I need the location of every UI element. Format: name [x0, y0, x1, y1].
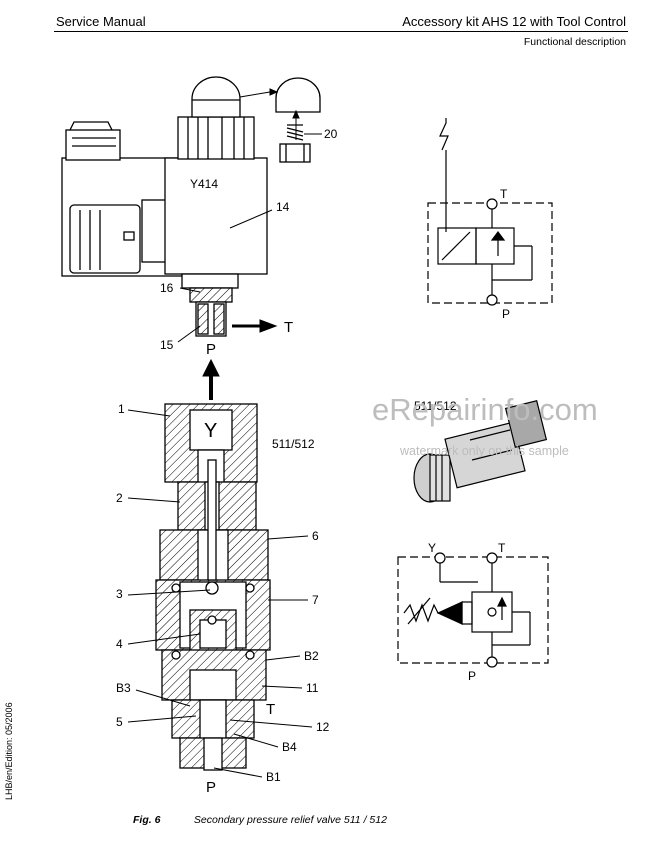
header-title-right: Accessory kit AHS 12 with Tool Control — [402, 14, 626, 29]
figure-caption: Fig. 6 Secondary pressure relief valve 5… — [133, 814, 387, 826]
label-port-y-section: Y — [204, 420, 217, 442]
solenoid-leader-lines — [177, 88, 322, 400]
figure-caption-text: Secondary pressure relief valve 511 / 51… — [193, 814, 387, 826]
figure-number: Fig. 6 — [133, 814, 161, 826]
hydraulic-symbol-lower — [397, 552, 549, 668]
label-16: 16 — [160, 281, 174, 295]
label-b1: B1 — [266, 770, 281, 784]
watermark-sub: watermark only on this sample — [399, 444, 569, 458]
cartridge-valve-illustration — [413, 399, 548, 503]
label-valve-number-section: 511/512 — [272, 437, 315, 451]
header-divider — [54, 31, 628, 32]
label-20: 20 — [324, 127, 338, 141]
label-b2: B2 — [304, 649, 319, 663]
label-7: 7 — [312, 593, 319, 607]
header-subtitle: Functional description — [523, 36, 626, 48]
label-port-p-section: P — [206, 779, 216, 796]
label-port-p-symbol-lower: P — [468, 669, 476, 683]
solenoid-valve-drawing — [61, 76, 321, 337]
label-b3: B3 — [116, 681, 131, 695]
valve-section-drawing — [155, 403, 271, 771]
label-6: 6 — [312, 529, 319, 543]
label-port-p-symbol-upper: P — [502, 307, 510, 321]
label-port-t-section: T — [266, 701, 275, 718]
label-port-y-symbol-lower: Y — [428, 541, 436, 555]
hydraulic-symbol-upper — [427, 118, 553, 306]
label-b4: B4 — [282, 740, 297, 754]
label-2: 2 — [116, 491, 123, 505]
label-14: 14 — [276, 200, 290, 214]
section-leader-lines — [127, 409, 313, 778]
label-port-t-symbol-upper: T — [500, 187, 508, 201]
label-12: 12 — [316, 720, 330, 734]
watermark-main: eRepairinfo.com — [372, 392, 598, 427]
label-3: 3 — [116, 587, 123, 601]
label-port-t-upper: T — [284, 319, 293, 336]
label-15: 15 — [160, 338, 174, 352]
label-port-p-upper: P — [206, 341, 216, 358]
label-11: 11 — [306, 681, 319, 695]
label-1: 1 — [118, 402, 125, 416]
header-title-left: Service Manual — [56, 14, 146, 29]
label-4: 4 — [116, 637, 123, 651]
edition-label: LHB/en/Edition: 05/2006 — [4, 702, 14, 800]
label-valve-number-photo: 511/512 — [414, 399, 457, 413]
label-port-t-symbol-lower: T — [498, 541, 506, 555]
label-5: 5 — [116, 715, 123, 729]
label-y414: Y414 — [190, 177, 218, 191]
